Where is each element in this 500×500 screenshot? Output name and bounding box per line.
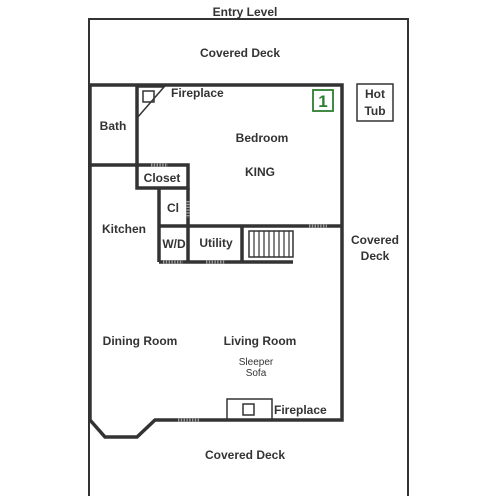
covered-deck-bottom-label: Covered Deck	[205, 448, 285, 462]
fireplace-living-icon	[226, 398, 273, 420]
bed-size-label: KING	[245, 165, 275, 179]
sleeper-label-line2: Sofa	[246, 368, 267, 379]
exterior-walls	[88, 83, 344, 439]
stairs	[248, 230, 294, 258]
dining-room-label: Dining Room	[103, 334, 178, 348]
fireplace-bedroom-label: Fireplace	[171, 86, 224, 100]
level-badge	[312, 89, 334, 112]
door-markers	[151, 163, 327, 422]
living-room-label: Living Room	[224, 334, 297, 348]
sleeper-label-line1: Sleeper	[239, 357, 274, 368]
covered-deck-top-label: Covered Deck	[200, 46, 280, 60]
wd-label: W/D	[162, 237, 186, 251]
kitchen-label: Kitchen	[102, 222, 146, 236]
bath-label: Bath	[100, 119, 127, 133]
level-badge-number: 1	[318, 92, 327, 111]
utility-label: Utility	[199, 236, 233, 250]
fireplace-bedroom-icon	[136, 86, 166, 119]
hot-tub-label-line1: Hot	[365, 87, 385, 101]
covered-deck-right-line2: Deck	[361, 249, 390, 263]
hot-tub-label-line2: Tub	[364, 104, 385, 118]
cl-label: Cl	[167, 201, 179, 215]
covered-deck-right-line1: Covered	[351, 233, 399, 247]
plan-title: Entry Level	[213, 5, 278, 19]
bedroom-label: Bedroom	[236, 131, 289, 145]
closet-label: Closet	[144, 171, 181, 185]
hot-tub	[356, 83, 394, 122]
fireplace-living-label: Fireplace	[274, 403, 327, 417]
